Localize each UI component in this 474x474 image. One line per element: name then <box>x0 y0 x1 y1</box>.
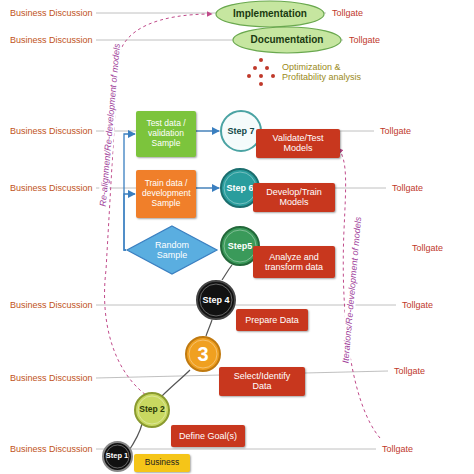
node-text: Train data / development Sample <box>142 179 190 208</box>
note-label: Optimization & Profitability analysis <box>280 62 384 83</box>
iteration-loop <box>338 148 380 438</box>
step-circle: Step 1 <box>102 441 133 472</box>
tollgate-label: Tollgate <box>390 183 425 193</box>
dots <box>247 58 275 86</box>
decision-diamond: Random Sample <box>126 225 218 275</box>
sample-box: Test data / validation Sample <box>136 111 196 157</box>
process-box: Develop/Train Models <box>253 183 335 212</box>
discussion-label: Business Discussion <box>8 8 95 18</box>
node-text: Define Goal(s) <box>179 431 237 441</box>
sample-box: Train data / development Sample <box>136 170 196 218</box>
tollgate-label: Tollgate <box>400 300 435 310</box>
tollgate-label: Tollgate <box>347 35 382 45</box>
connector <box>196 130 219 131</box>
connector <box>124 194 135 250</box>
node-text: Develop/Train Models <box>259 187 329 208</box>
node-text: Validate/Test Models <box>262 133 334 154</box>
node-text: Random Sample <box>150 240 194 261</box>
step-circle: Step 2 <box>134 392 170 428</box>
tollgate-label: Tollgate <box>380 444 415 454</box>
level-lines <box>96 13 396 449</box>
ellipse-node: Documentation <box>232 26 342 54</box>
discussion-label: Business Discussion <box>8 183 95 193</box>
process-box: Business <box>134 454 190 472</box>
discussion-label: Business Discussion <box>8 444 95 454</box>
process-box: Define Goal(s) <box>171 425 245 447</box>
discussion-label: Business Discussion <box>8 300 95 310</box>
node-text: Test data / validation Sample <box>142 119 190 148</box>
discussion-label: Business Discussion <box>8 126 95 136</box>
node-text: Step 1 <box>106 452 129 461</box>
node-text: Business <box>145 458 180 468</box>
tollgate-label: Tollgate <box>330 8 365 18</box>
rotated-note: Re-alignment/Re-development of models <box>98 41 123 209</box>
connector <box>196 187 219 188</box>
connector <box>124 134 135 250</box>
step-circle: 3 <box>185 336 221 372</box>
node-text: Select/Identify Data <box>225 371 299 392</box>
tollgate-label: Tollgate <box>410 243 445 253</box>
node-text: Implementation <box>233 8 307 20</box>
discussion-label: Business Discussion <box>8 35 95 45</box>
tollgate-label: Tollgate <box>378 126 413 136</box>
step-circle: Step 4 <box>196 280 236 320</box>
process-box: Analyze and transform data <box>253 246 335 278</box>
rotated-note: Iterations/Re-development of models <box>340 214 363 365</box>
node-text: 3 <box>197 343 208 366</box>
node-text: Step5 <box>228 241 253 251</box>
node-text: Documentation <box>251 34 324 46</box>
node-text: Analyze and transform data <box>259 252 329 273</box>
process-box: Validate/Test Models <box>256 129 340 158</box>
node-text: Step 7 <box>227 126 254 136</box>
node-text: Step 2 <box>139 405 165 415</box>
node-text: Step 4 <box>202 295 229 305</box>
ellipse-node: Implementation <box>215 0 325 28</box>
process-box: Prepare Data <box>236 309 308 331</box>
tollgate-label: Tollgate <box>392 366 427 376</box>
node-text: Prepare Data <box>245 315 299 325</box>
process-box: Select/Identify Data <box>219 367 305 396</box>
discussion-label: Business Discussion <box>8 373 95 383</box>
node-text: Step 6 <box>226 183 253 193</box>
